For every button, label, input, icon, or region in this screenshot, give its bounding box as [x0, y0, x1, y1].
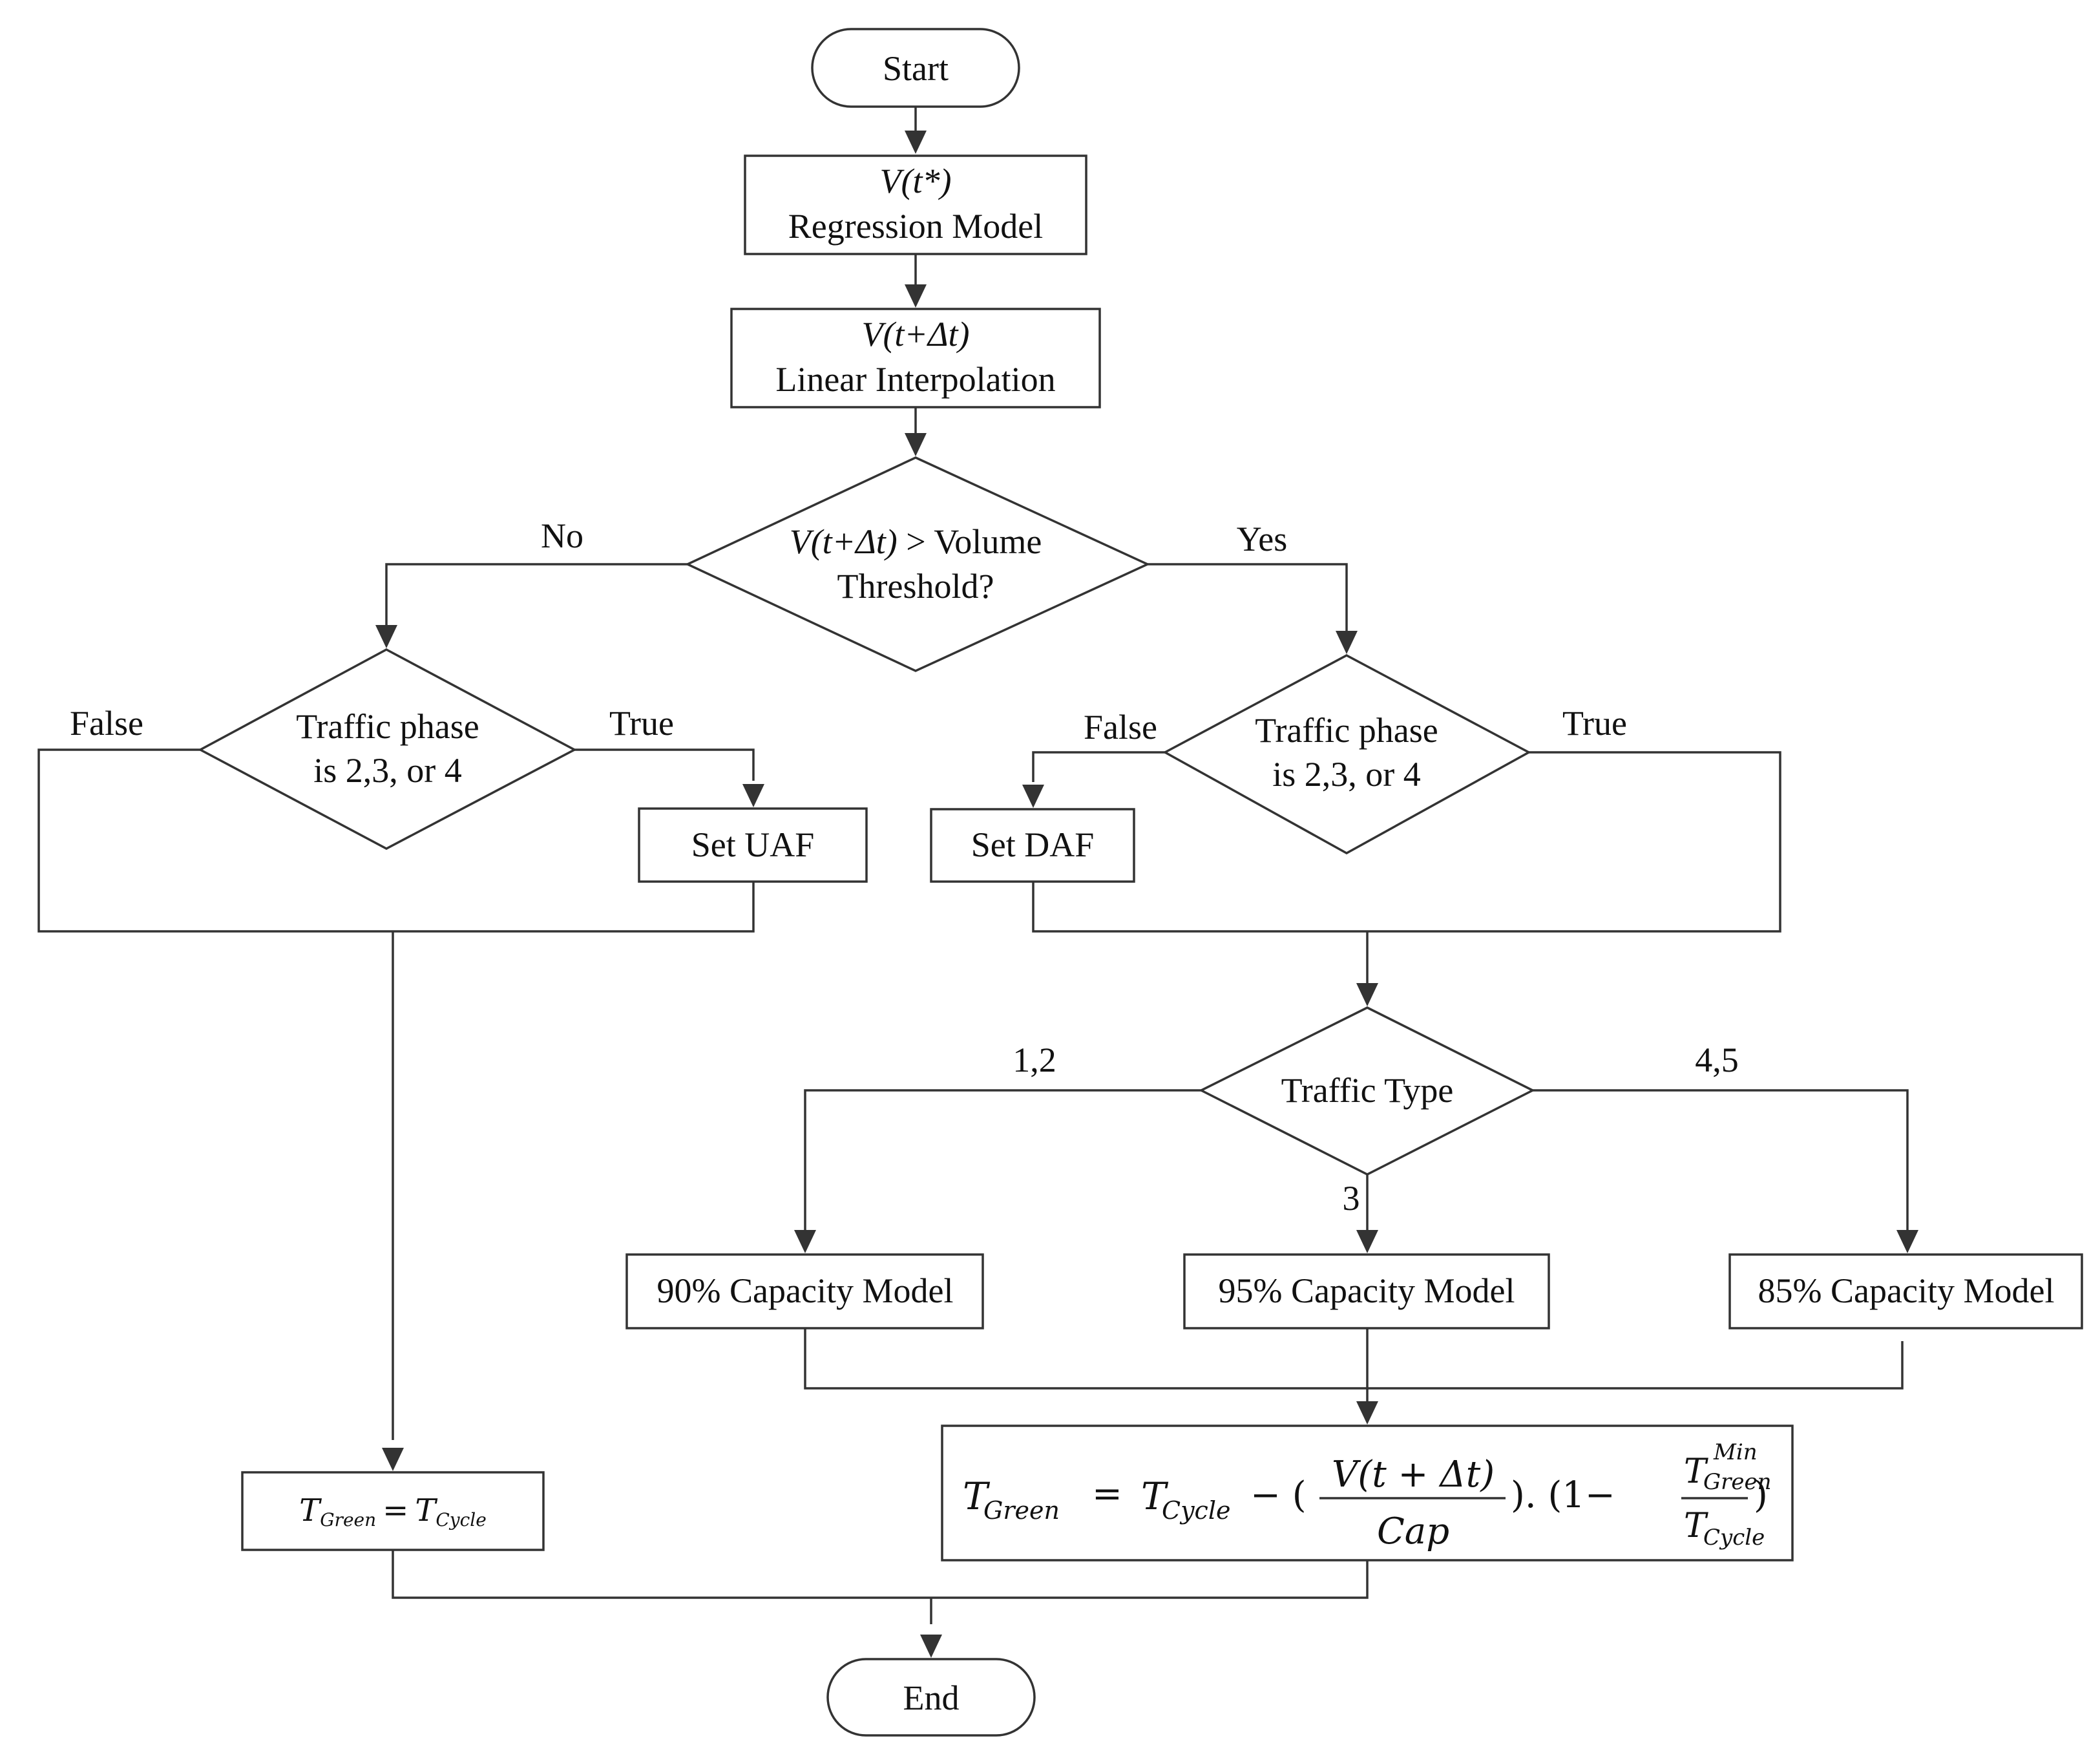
label-left-true: True — [609, 704, 674, 743]
formula-denominator: Cap — [1377, 1510, 1449, 1552]
edge-type-12 — [804, 1089, 1201, 1231]
label-type-12: 1,2 — [1013, 1041, 1056, 1079]
arrowhead — [1336, 631, 1358, 654]
edge-yes-branch — [1148, 563, 1348, 632]
simple-formula-t2: T — [415, 1492, 437, 1529]
formula-equals: = — [1092, 1473, 1122, 1515]
phase-left-line2: is 2,3, or 4 — [313, 751, 462, 790]
formula-t-green-min: T — [1684, 1452, 1708, 1491]
set-uaf-box: Set UAF — [638, 807, 868, 883]
volume-check-line2: Threshold? — [837, 567, 994, 606]
formula-min-sup: Min — [1713, 1439, 1758, 1465]
label-right-true: True — [1562, 704, 1627, 743]
formula-cycle-sub2: Cycle — [1703, 1525, 1765, 1551]
cap85-box: 85% Capacity Model — [1728, 1253, 2083, 1329]
label-yes: Yes — [1237, 520, 1288, 558]
simple-formula-green: Green — [320, 1509, 376, 1530]
arrowhead — [742, 784, 764, 807]
label-type-45: 4,5 — [1695, 1041, 1739, 1079]
label-no: No — [541, 516, 583, 555]
simple-formula-t: T — [299, 1492, 322, 1529]
formula-green-sub: Green — [983, 1496, 1060, 1525]
phase-left-decision: Traffic phase is 2,3, or 4 — [198, 648, 577, 850]
formula-t-cycle2: T — [1684, 1507, 1708, 1545]
edge-right-true — [1032, 751, 1781, 933]
volume-check-var: V(t+Δt) — [790, 522, 898, 561]
interpolation-box: V(t+Δt) Linear Interpolation — [730, 308, 1101, 408]
arrowhead — [1022, 785, 1044, 808]
formula-close-dot: ). (1− — [1511, 1474, 1615, 1516]
simple-formula-box: TGreen=TCycle — [241, 1471, 545, 1551]
cap95-label: 95% Capacity Model — [1219, 1271, 1515, 1310]
svg-text:V(t+Δt) > Volume: V(t+Δt) > Volume — [790, 522, 1042, 561]
arrowhead — [1356, 1401, 1378, 1424]
edge-formula-end — [392, 1550, 1369, 1599]
cap90-box: 90% Capacity Model — [625, 1253, 984, 1329]
interpolation-label: Linear Interpolation — [775, 360, 1055, 399]
phase-left-line1: Traffic phase — [296, 707, 479, 746]
set-daf-box: Set DAF — [930, 808, 1135, 883]
set-daf-label: Set DAF — [971, 825, 1095, 864]
green-time-formula: T Green = T Cycle − ( V(t + Δt) Cap ). (… — [963, 1439, 1772, 1552]
regression-label: Regression Model — [788, 207, 1043, 246]
arrowhead — [905, 433, 927, 456]
interpolation-var: V(t+Δt) — [861, 315, 969, 354]
phase-right-line2: is 2,3, or 4 — [1272, 755, 1421, 794]
arrowhead — [1356, 1230, 1378, 1253]
formula-t-green: T — [963, 1474, 991, 1518]
traffic-type-decision: Traffic Type — [1199, 1006, 1535, 1176]
simple-formula-equals: = — [383, 1492, 408, 1529]
green-time-formula-box: T Green = T Cycle − ( V(t + Δt) Cap ). (… — [941, 1424, 1794, 1562]
edge-right-false — [1032, 751, 1165, 782]
phase-right-decision: Traffic phase is 2,3, or 4 — [1162, 654, 1531, 855]
arrowhead — [905, 131, 927, 154]
arrowhead — [375, 625, 397, 648]
arrowhead — [1896, 1230, 1918, 1253]
volume-threshold-decision: V(t+Δt) > Volume Threshold? — [684, 456, 1151, 672]
formula-close: ) — [1754, 1474, 1768, 1516]
traffic-type-label: Traffic Type — [1281, 1071, 1454, 1110]
start-terminal: Start — [811, 28, 1020, 108]
volume-check-tail: > Volume — [898, 522, 1042, 561]
arrowhead — [382, 1448, 404, 1471]
label-left-false: False — [70, 704, 143, 743]
edge-left-true — [574, 748, 755, 781]
phase-right-line1: Traffic phase — [1255, 711, 1438, 750]
cap95-box: 95% Capacity Model — [1183, 1253, 1550, 1329]
simple-formula-cycle: Cycle — [436, 1509, 486, 1530]
set-uaf-label: Set UAF — [691, 825, 815, 864]
formula-numerator: V(t + Δt) — [1332, 1454, 1495, 1496]
connectors — [37, 107, 1909, 1624]
arrowhead — [794, 1230, 816, 1253]
end-terminal: End — [826, 1658, 1036, 1737]
edge-type-45 — [1533, 1089, 1909, 1231]
regression-var: V(t*) — [880, 162, 952, 200]
label-right-false: False — [1084, 708, 1157, 747]
formula-green-sub2: Green — [1703, 1469, 1772, 1495]
arrowheads — [375, 131, 1918, 1658]
edge-cap90-merge — [804, 1328, 1904, 1390]
regression-box: V(t*) Regression Model — [744, 154, 1087, 255]
cap90-label: 90% Capacity Model — [657, 1271, 954, 1310]
edge-no-branch — [385, 563, 688, 627]
cap85-label: 85% Capacity Model — [1758, 1271, 2055, 1310]
edge-left-false — [37, 748, 755, 933]
formula-minus-open: − ( — [1250, 1474, 1307, 1516]
label-type-3: 3 — [1343, 1179, 1360, 1218]
arrowhead — [920, 1635, 942, 1658]
start-label: Start — [883, 49, 949, 88]
arrowhead — [905, 284, 927, 308]
end-label: End — [903, 1679, 960, 1717]
edge-labels: No Yes False True False True 1,2 3 4,5 — [70, 516, 1739, 1218]
arrowhead — [1356, 983, 1378, 1006]
formula-t-cycle: T — [1141, 1474, 1169, 1518]
svg-text:TGreen=TCycle: TGreen=TCycle — [299, 1492, 487, 1530]
formula-cycle-sub: Cycle — [1162, 1496, 1230, 1525]
